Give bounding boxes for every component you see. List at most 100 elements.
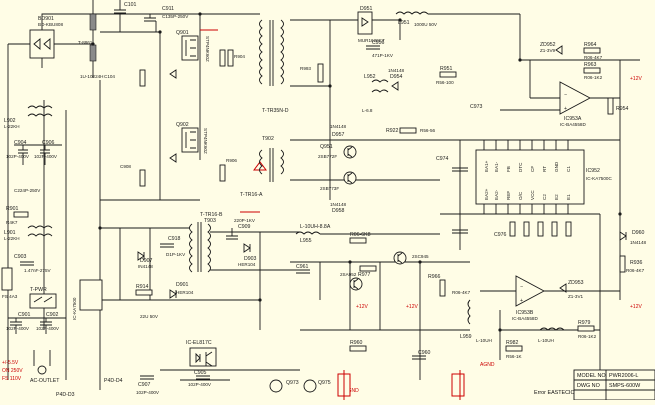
val-c906: 102P-400V: [34, 154, 58, 159]
ref-c961: C961: [296, 264, 309, 270]
val-r901: R4K7: [6, 220, 18, 225]
caps-c974-c976: C974 C976 C973: [436, 104, 507, 238]
ref-l901: L901: [4, 230, 16, 236]
ref-c918: C918: [168, 236, 181, 242]
val-r936: R06-4K7: [626, 268, 645, 273]
ref-d960: D960: [632, 230, 645, 236]
ref-r963: R963: [584, 62, 597, 68]
cap-c956: C956 471P-1KV: [366, 40, 394, 58]
diode-d960: D960 1N4148: [619, 230, 647, 245]
diode-d901: D901 HER104: [169, 282, 194, 299]
ref-r979: R979: [578, 320, 591, 326]
diode-d954: 1N4148 D954: [388, 68, 405, 91]
caps-c901-c902: C901 102P-400V C902 102P-400V: [6, 312, 66, 334]
ref-c104: C104: [104, 74, 115, 79]
inductor-l902: L902 L-22KH: [4, 105, 53, 129]
opamp-a-plus: +: [564, 106, 567, 112]
mosfet-q902: Q902 STP4NK60Z: [176, 122, 208, 154]
ref-q901: Q901: [176, 30, 189, 36]
opamp-a-bus: [500, 14, 640, 111]
ref-l952: L952: [364, 74, 376, 80]
bridge-rectifier-bd901: BD901 BD-KBU808: [8, 13, 100, 68]
part-ic-ctrl: IC-KA7500: [72, 297, 77, 320]
val-l902: L-22KH: [4, 124, 20, 129]
part-d903: HER104: [238, 262, 256, 267]
ref-bd901: BD901: [38, 16, 54, 22]
ref-ic952: IC952: [586, 168, 600, 174]
val-zd: 22U 50V: [140, 314, 159, 319]
ref-c901: C901: [18, 312, 31, 318]
ground-labels: AGND DGND: [337, 362, 495, 400]
resistors-r904-r906: R904 R906 C908: [120, 49, 245, 187]
val-l955: L-10UH-8.8A: [300, 224, 331, 230]
resistor-array-lower: [509, 221, 572, 237]
label-v2: ON 250V: [2, 368, 23, 374]
conn-p4d-04: P4D-D4: [104, 378, 123, 384]
val-c904: 102P-400V: [6, 154, 30, 159]
left-rails: [7, 44, 67, 380]
val-zd952: Z1-3V9: [540, 48, 556, 53]
part-q901: STP4NK60Z: [205, 36, 210, 62]
inductor-l955: L-10UH-8.8A L955: [295, 224, 440, 244]
cap-c911: C911 C135P-250V: [144, 6, 189, 32]
conn-p4d-03: P4D-D3: [56, 392, 75, 398]
val-r979: R06-1K2: [578, 334, 597, 339]
diodes-primary: [169, 69, 267, 213]
transistor-2sa952: 2SA952: [340, 272, 363, 291]
ref-d907: D907: [140, 258, 153, 264]
ref-c902: C902: [46, 312, 59, 318]
resistor-r914: R914: [135, 284, 153, 296]
resistor-r951: R951 R56-100: [436, 66, 457, 85]
pin-c1: C1: [566, 166, 571, 172]
val-c956: 471P-1KV: [372, 53, 394, 58]
ref-q951: Q951: [320, 144, 333, 150]
part-ic952: IC-KA7500C: [586, 176, 612, 181]
junction-dots: [91, 12, 622, 332]
opto-bus: [160, 369, 300, 381]
ref-c903: C903: [14, 254, 27, 260]
val-c911: C135P-250V: [162, 14, 189, 19]
pin-ea2n: EA2-: [494, 189, 499, 200]
ref-c974: C974: [436, 156, 449, 162]
input-caps-grey: T-8861 1U-10224H: [70, 0, 104, 79]
cap-c918: C918 D1P-1KV: [160, 236, 186, 257]
ref-d903: D903: [244, 256, 257, 262]
ref-t-pwr: T-PWR: [30, 287, 47, 293]
ic952-bus: [440, 60, 621, 380]
val-c907: 102P-400V: [136, 390, 160, 395]
ref-ic953b: IC953B: [516, 310, 534, 316]
ref-ic953a: IC953A: [564, 116, 582, 122]
ref-r904: R904: [234, 54, 245, 59]
ref-r964: R964: [584, 42, 597, 48]
ref-t902: T902: [262, 136, 274, 142]
ref-l902: L902: [4, 118, 16, 124]
transformer-t903: T-TR16-B T903: [189, 212, 223, 273]
ref-c911: C911: [162, 6, 174, 12]
inductor-l951: L951 1000U 50V: [395, 11, 520, 27]
ref-c973: C973: [470, 104, 483, 110]
optocoupler-ic901: IC-EL817C: [186, 340, 217, 367]
pin-ea2p: EA2+: [484, 188, 489, 200]
cap-c960: C960: [412, 350, 431, 360]
part-ic953b: IC-BA4558D: [512, 316, 538, 321]
ref-d951: D951: [360, 6, 373, 12]
val-c901: 102P-400V: [6, 326, 30, 331]
pin-dtc: DTC: [518, 162, 523, 172]
val-r966: R06-4K7: [452, 290, 471, 295]
inductor-l953: L-10UH: [538, 327, 565, 343]
val-r922: R56-56: [420, 128, 436, 133]
inductor-l959: L959 L-10UH: [460, 299, 492, 343]
ref-t-tr35: T-TR35N-D: [262, 108, 289, 114]
ref-d957: D957: [332, 132, 345, 138]
primary-bus: [99, 13, 260, 390]
ac-outlet: AC-OUTLET +/-5.5V ON 250V FS 110V: [2, 350, 60, 384]
capacitor-c903: C903 1.47nF-275V: [14, 254, 51, 273]
ref-c976: C976: [494, 232, 507, 238]
title-model-value: PWR2006-L: [609, 373, 638, 379]
ref-d958: D958: [332, 208, 345, 214]
ic952-ka7500: EA1+ EA1- FB DTC CF RT GND C1 EA2+ EA2- …: [475, 140, 612, 214]
pin-vcc: VCC: [530, 190, 535, 200]
secondary-bus: [290, 19, 440, 200]
val-c903: 1.47nF-275V: [24, 268, 51, 273]
